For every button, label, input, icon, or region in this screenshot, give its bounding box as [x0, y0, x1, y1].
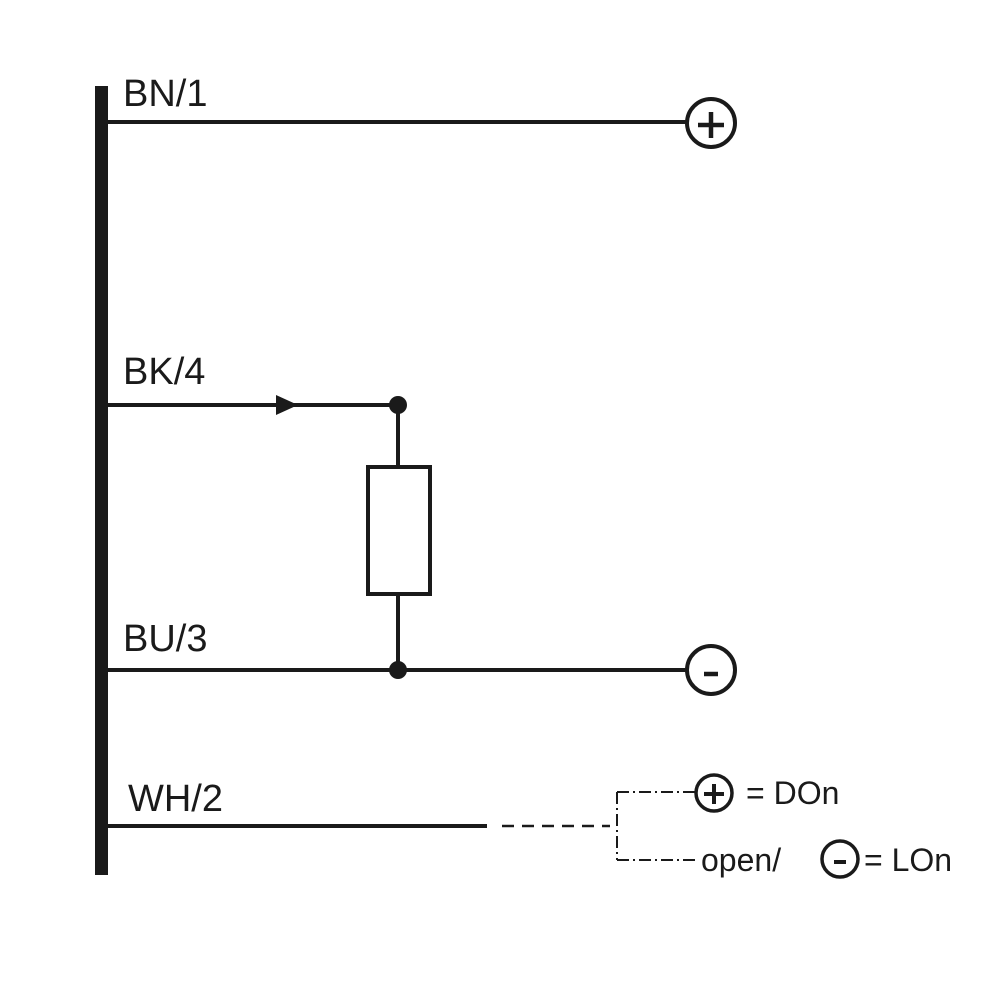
legend-open-label: open/	[701, 842, 781, 878]
minus-terminal-icon	[685, 644, 737, 696]
config-branch	[616, 791, 698, 861]
legend-lon-label: = LOn	[864, 842, 952, 878]
output-arrow-icon	[276, 395, 298, 415]
bus-bar	[95, 86, 108, 875]
wire-label-bu3: BU/3	[123, 618, 207, 660]
plus-terminal-icon	[685, 97, 737, 149]
wire-label-wh2: WH/2	[128, 778, 223, 820]
legend-don-label: = DOn	[746, 775, 839, 811]
legend-minus-icon	[820, 839, 860, 879]
wire-label-bk4: BK/4	[123, 351, 205, 393]
legend-plus-icon	[694, 773, 734, 813]
wire-label-bn1: BN/1	[123, 73, 207, 115]
load-resistor	[366, 465, 432, 596]
junction-dot-bottom	[389, 661, 407, 679]
